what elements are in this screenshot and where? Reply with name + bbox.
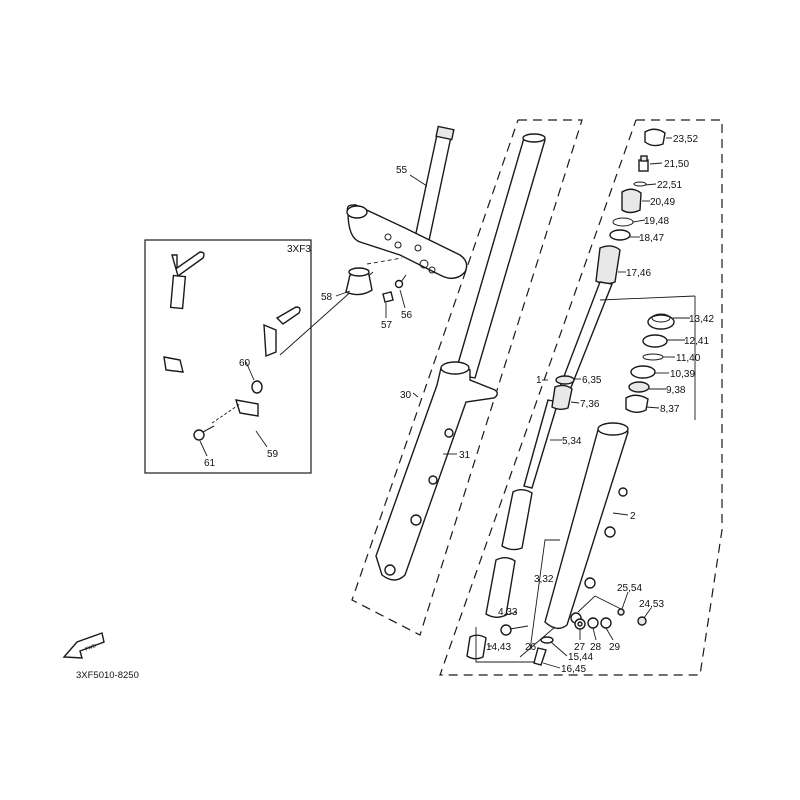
part-55-steering-stem bbox=[346, 125, 468, 280]
callout-13-42: 13,42 bbox=[689, 314, 714, 325]
part-17-spring bbox=[595, 245, 621, 285]
part-3-slide-metal bbox=[501, 489, 533, 551]
part-2-right-outer-tube bbox=[544, 422, 629, 630]
part-27-washer bbox=[574, 618, 586, 630]
part-29-nut bbox=[600, 617, 612, 629]
part-28-nut bbox=[587, 617, 599, 629]
direction-arrow-label: FWD bbox=[84, 643, 97, 653]
callout-26: 26 bbox=[525, 642, 537, 653]
callout-28: 28 bbox=[590, 642, 602, 653]
callout-10-39: 10,39 bbox=[670, 369, 695, 380]
callout-labels: 55 58 57 56 60 59 61 30 31 1 23,52 21,50… bbox=[204, 134, 714, 675]
part-20-cap-bolt bbox=[621, 188, 642, 214]
callout-27: 27 bbox=[574, 642, 586, 653]
callout-19-48: 19,48 bbox=[644, 216, 669, 227]
callout-18-47: 18,47 bbox=[639, 233, 664, 244]
callout-21-50: 21,50 bbox=[664, 159, 689, 170]
callout-29: 29 bbox=[609, 642, 621, 653]
inset-box: 3XF3 bbox=[144, 239, 312, 474]
part-6-ring bbox=[555, 375, 575, 385]
callout-20-49: 20,49 bbox=[650, 197, 675, 208]
callout-6-35: 6,35 bbox=[582, 375, 602, 386]
callout-2: 2 bbox=[630, 511, 636, 522]
callout-7-36: 7,36 bbox=[580, 399, 600, 410]
part-8-bushing bbox=[625, 394, 649, 413]
callout-31: 31 bbox=[459, 450, 471, 461]
part-15-gasket bbox=[540, 636, 554, 644]
part-24-bolt bbox=[637, 616, 647, 626]
callout-14-43: 14,43 bbox=[486, 642, 511, 653]
inset-box-code: 3XF3 bbox=[287, 244, 311, 255]
part-10-washer bbox=[630, 365, 656, 379]
drawing-code: 3XF5010-8250 bbox=[76, 670, 139, 681]
part-57-cap bbox=[382, 291, 394, 303]
part-11-clip bbox=[642, 353, 664, 361]
callout-30: 30 bbox=[400, 390, 412, 401]
part-58-cover bbox=[345, 267, 373, 296]
part-7-spring-lower bbox=[551, 384, 573, 410]
part-23-cap bbox=[644, 128, 666, 147]
callout-59: 59 bbox=[267, 449, 279, 460]
part-9-washer bbox=[628, 381, 650, 393]
part-22-oring bbox=[633, 181, 647, 187]
callout-1: 1 bbox=[536, 375, 542, 386]
callout-5-34: 5,34 bbox=[562, 436, 582, 447]
part-26-bolt bbox=[500, 624, 529, 636]
callout-8-37: 8,37 bbox=[660, 404, 680, 415]
part-31-left-outer-tube bbox=[375, 361, 498, 581]
callout-24-53: 24,53 bbox=[639, 599, 664, 610]
part-14-oil-lock-piece bbox=[466, 634, 487, 660]
callout-16-45: 16,45 bbox=[561, 664, 586, 675]
part-60-spacer bbox=[251, 380, 263, 394]
callout-15-44: 15,44 bbox=[568, 652, 593, 663]
callout-3-32: 3,32 bbox=[534, 574, 554, 585]
part-25-screw bbox=[617, 608, 625, 616]
left-fork-dashed-outline bbox=[351, 119, 583, 636]
part-12-oil-seal bbox=[642, 334, 668, 348]
part-21-valve bbox=[638, 155, 649, 172]
part-56-bolt bbox=[394, 274, 407, 289]
part-16-bolt bbox=[533, 647, 547, 666]
part-59-guard-bar bbox=[157, 251, 301, 433]
callout-leaders bbox=[199, 137, 690, 669]
callout-17-46: 17,46 bbox=[626, 268, 651, 279]
callout-61: 61 bbox=[204, 458, 216, 469]
callout-9-38: 9,38 bbox=[666, 385, 686, 396]
callout-23-52: 23,52 bbox=[673, 134, 698, 145]
part-61-bolt bbox=[193, 425, 215, 441]
callout-11-40: 11,40 bbox=[676, 353, 701, 364]
callout-4-33: 4,33 bbox=[498, 607, 518, 618]
callout-56: 56 bbox=[401, 310, 413, 321]
part-13-dust-seal bbox=[647, 313, 675, 330]
part-5-damper-rod bbox=[523, 281, 613, 489]
left-inner-tube bbox=[454, 133, 546, 379]
direction-arrow-icon: FWD bbox=[62, 632, 105, 659]
callout-57: 57 bbox=[381, 320, 393, 331]
callout-55: 55 bbox=[396, 165, 408, 176]
callout-58: 58 bbox=[321, 292, 333, 303]
part-19-oring bbox=[612, 217, 634, 227]
callout-12-41: 12,41 bbox=[684, 336, 709, 347]
part-18-spacer bbox=[609, 229, 631, 241]
callout-22-51: 22,51 bbox=[657, 180, 682, 191]
callout-60: 60 bbox=[239, 358, 251, 369]
callout-25-54: 25,54 bbox=[617, 583, 642, 594]
